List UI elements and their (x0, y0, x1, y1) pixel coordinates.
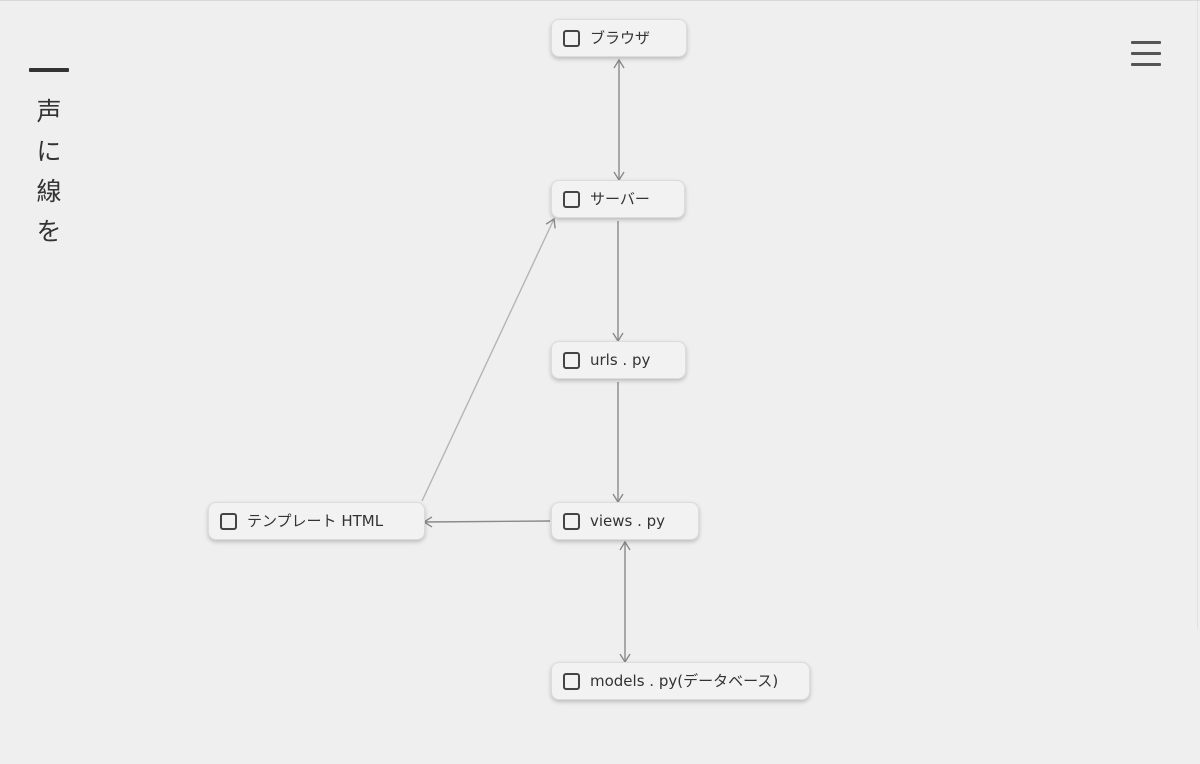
menu-line (1131, 52, 1161, 55)
node-label: urls . py (590, 351, 651, 369)
site-title-char: 声 (36, 97, 62, 126)
page-edge (1197, 1, 1198, 629)
site-title-char: 線 (36, 177, 62, 206)
node-views[interactable]: views . py (551, 502, 699, 540)
edge-template-server (421, 217, 556, 502)
node-label: ブラウザ (590, 29, 651, 47)
menu-line (1131, 41, 1161, 44)
node-template[interactable]: テンプレート HTML (208, 502, 425, 540)
checkbox-icon[interactable] (563, 190, 580, 208)
edge-views-template (422, 516, 551, 528)
node-label: テンプレート HTML (247, 512, 384, 530)
node-label: views . py (590, 512, 666, 530)
checkbox-icon[interactable] (563, 29, 580, 47)
hamburger-menu-icon[interactable] (1129, 39, 1163, 69)
node-models[interactable]: models . py(データベース) (551, 662, 810, 700)
node-browser[interactable]: ブラウザ (551, 19, 687, 57)
menu-line (1131, 63, 1161, 66)
site-title-char: を (36, 217, 62, 246)
site-brand[interactable]: 声 に 線 を (29, 68, 69, 252)
node-urls[interactable]: urls . py (551, 341, 686, 379)
site-title: 声 に 線 を (29, 92, 69, 252)
node-label: models . py(データベース) (590, 672, 779, 690)
node-label: サーバー (590, 190, 650, 208)
brand-bar (29, 68, 69, 72)
checkbox-icon[interactable] (563, 351, 580, 369)
site-title-char: に (36, 137, 62, 166)
checkbox-icon[interactable] (220, 512, 237, 530)
checkbox-icon[interactable] (563, 512, 580, 530)
checkbox-icon[interactable] (563, 672, 580, 690)
node-server[interactable]: サーバー (551, 180, 685, 218)
